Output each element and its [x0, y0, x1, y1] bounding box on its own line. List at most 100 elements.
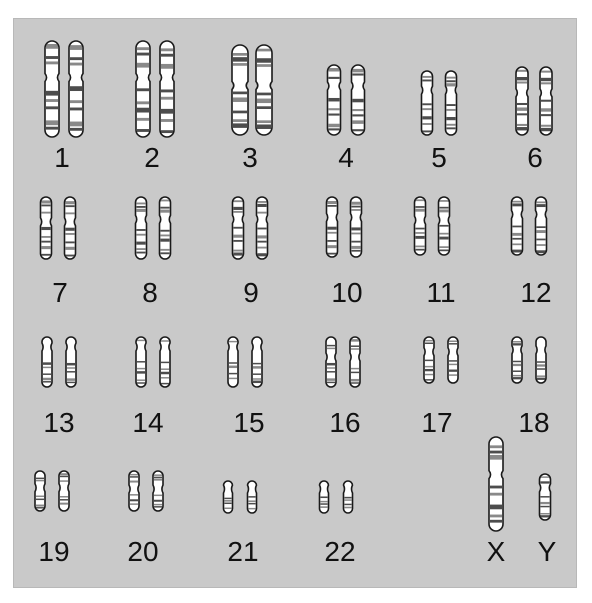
- chromosome-band: [328, 245, 337, 248]
- chromosome-pair-20: 20: [127, 471, 163, 567]
- chromosome-band: [449, 343, 457, 345]
- chromosome-band: [257, 58, 271, 63]
- chromosome-band: [440, 225, 449, 227]
- chromosome-band: [258, 228, 267, 230]
- chromosome-label-9: 9: [243, 277, 259, 308]
- chromosome-band: [137, 371, 145, 374]
- chromosome-band: [352, 202, 361, 205]
- chromosome-band: [137, 361, 145, 363]
- chromosome-band: [440, 200, 449, 202]
- chromosome-band: [257, 93, 271, 96]
- chromosome-band: [137, 242, 146, 245]
- chromosome-left: [512, 197, 523, 255]
- chromosome-pair-21: 21: [224, 481, 259, 567]
- chromosome-band: [352, 206, 361, 208]
- chromosome-pair-14: 14: [132, 337, 170, 438]
- chromosome-band: [351, 345, 359, 347]
- chromosome-band: [537, 204, 546, 207]
- chromosome-band: [130, 499, 138, 501]
- chromosome-pair-9: 9: [233, 197, 268, 308]
- chromosome-band: [130, 481, 138, 483]
- chromosome-band: [541, 78, 551, 81]
- chromosome-pair-2: 2: [136, 41, 174, 173]
- chromosome-band: [541, 476, 550, 478]
- chromosome-band: [161, 383, 169, 385]
- chromosome-band: [161, 130, 173, 133]
- chromosome-band: [541, 82, 551, 84]
- chromosome-left: [136, 41, 150, 137]
- chromosome-band: [517, 107, 527, 110]
- chromosome-band: [66, 201, 75, 204]
- chromosome-band: [137, 209, 146, 212]
- chromosome-band: [233, 97, 247, 102]
- chromosome-left: [129, 471, 139, 511]
- chromosome-band: [225, 503, 232, 505]
- chromosome-band: [154, 477, 162, 479]
- chromosome-right: [350, 337, 360, 387]
- chromosome-band: [513, 364, 521, 366]
- chromosome-band: [154, 500, 162, 502]
- chromosome-band: [328, 240, 337, 242]
- chromosome-band: [42, 236, 51, 238]
- chromosome-right: [153, 471, 163, 511]
- chromosome-band: [66, 212, 75, 214]
- chromosome-band: [258, 247, 267, 249]
- chromosome-band: [329, 98, 340, 102]
- chromosome-band: [541, 506, 550, 508]
- chromosome-band: [328, 253, 337, 255]
- chromosome-label-8: 8: [142, 277, 158, 308]
- chromosome-band: [447, 117, 456, 120]
- chromosome-label-15: 15: [233, 407, 264, 438]
- chromosome-band: [257, 64, 271, 67]
- chromosome-band: [423, 80, 432, 82]
- chromosome-band: [321, 503, 328, 505]
- chromosome-band: [137, 252, 146, 254]
- chromosome-band: [161, 97, 173, 100]
- chromosome-pair-22: 22: [320, 481, 356, 567]
- chromosome-left: [136, 337, 146, 387]
- chromosome-band: [43, 381, 51, 383]
- chromosome-pair-15: 15: [228, 337, 265, 438]
- chromosome-band: [233, 119, 247, 122]
- chromosome-band: [130, 503, 138, 505]
- chromosome-band: [60, 473, 68, 475]
- chromosome-band: [46, 127, 58, 130]
- chromosome-band: [70, 100, 82, 103]
- chromosome-band: [257, 99, 271, 104]
- chromosome-band: [42, 200, 51, 203]
- chromosome-band: [416, 228, 425, 230]
- chromosome-band: [513, 341, 521, 343]
- chromosome-band: [490, 455, 502, 460]
- chromosome-band: [513, 377, 521, 379]
- chromosome-band: [517, 113, 527, 115]
- chromatid-outline: [228, 337, 238, 387]
- chromosome-band: [513, 201, 522, 203]
- chromosome-band: [258, 204, 267, 207]
- chromosome-band: [161, 119, 173, 122]
- chromosome-band: [137, 382, 145, 384]
- chromosome-band: [249, 508, 256, 510]
- chromosome-band: [541, 114, 551, 116]
- chromosome-band: [225, 500, 232, 502]
- chromosome-band: [161, 54, 173, 57]
- chromosome-left: [415, 197, 426, 255]
- chromosome-band: [490, 486, 502, 489]
- chromosome-band: [234, 240, 243, 242]
- chromosome-pair-6: 6: [516, 67, 552, 173]
- chromosome-band: [234, 250, 243, 252]
- chromosome-band: [327, 371, 335, 373]
- chromosome-label-22: 22: [324, 536, 355, 567]
- chromosome-right: [248, 481, 257, 513]
- chromosome-band: [329, 124, 340, 128]
- chromosome-label-x: X: [487, 536, 506, 567]
- chromosome-band: [234, 211, 243, 213]
- chromosome-label-21: 21: [227, 536, 258, 567]
- karyotype-diagram: 12345678910111213141516171819202122XY: [14, 19, 578, 589]
- chromosome-band: [161, 210, 170, 213]
- chromosome-y-body: [540, 474, 551, 520]
- chromosome-band: [43, 362, 51, 365]
- chromosome-label-11: 11: [426, 277, 455, 308]
- chromosome-band: [425, 379, 433, 381]
- chromosome-band: [513, 233, 522, 236]
- chromosome-band: [353, 120, 364, 124]
